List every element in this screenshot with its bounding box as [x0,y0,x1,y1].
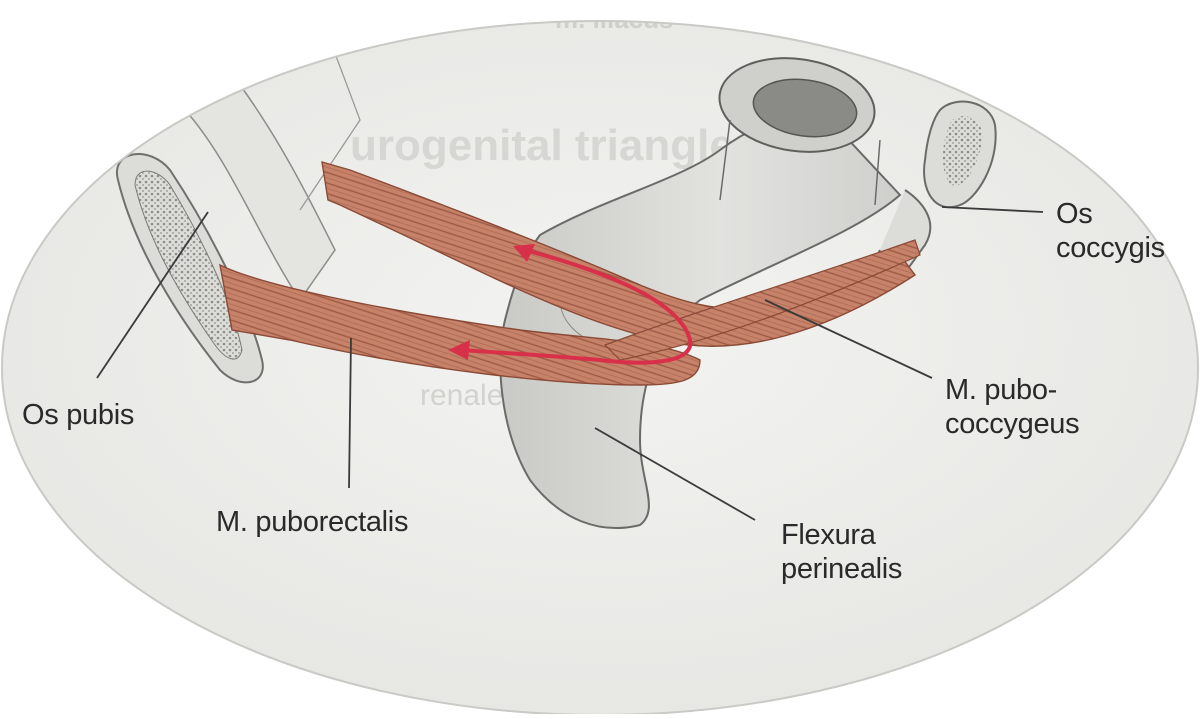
label-m-puborectalis: M. puborectalis [216,505,408,539]
ghost-text-top: m. iliacus [555,4,674,34]
label-os-pubis: Os pubis [22,398,134,432]
ghost-text-middle: renale [420,379,503,412]
label-os-coccygis: Os coccygis [1056,197,1165,265]
label-flexura-perinealis: Flexura perinealis [781,518,902,586]
ghost-heading: urogenital triangle [350,121,734,170]
label-m-pubococcygeus: M. pubo- coccygeus [945,373,1079,441]
